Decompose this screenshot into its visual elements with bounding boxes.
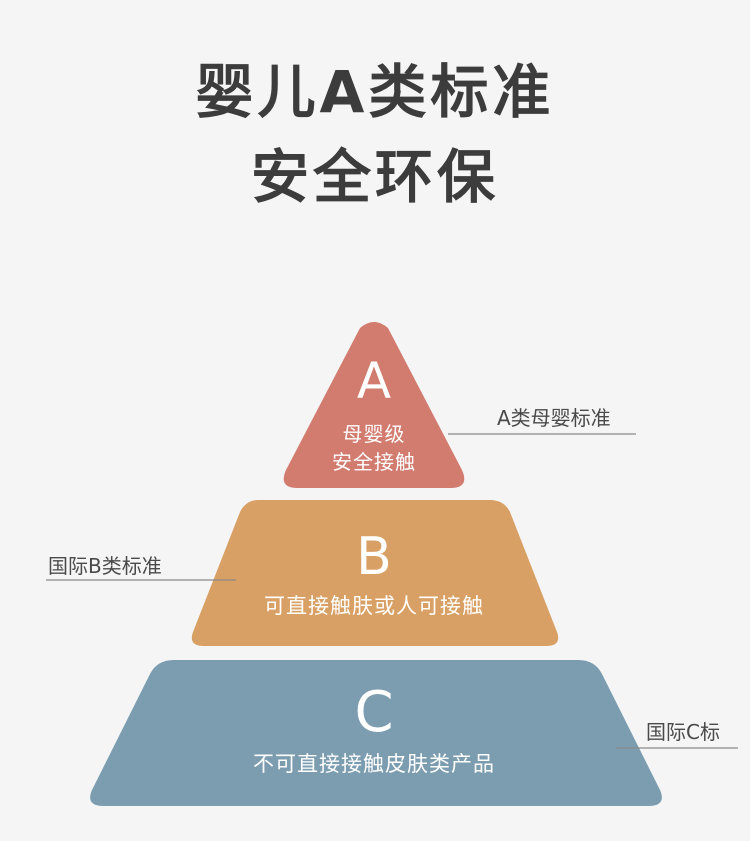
level-c-shape [90, 660, 662, 806]
level-b-letter: B [356, 527, 392, 587]
label-a-standard: A类母婴标准 [497, 406, 611, 430]
level-a-shape [283, 322, 465, 488]
level-b-desc: 可直接触肤或人可接触 [264, 594, 484, 618]
level-b-shape [191, 500, 559, 646]
level-c-letter: C [354, 680, 394, 745]
level-a-desc-line-2: 安全接触 [332, 450, 416, 474]
level-a-desc-line-1: 母婴级 [342, 422, 406, 446]
level-a-letter: A [356, 352, 392, 410]
label-b-standard: 国际B类标准 [48, 554, 162, 578]
title-line-1: 婴儿A类标准 [195, 58, 555, 126]
title-line-2: 安全环保 [250, 143, 499, 211]
level-c-desc: 不可直接接触皮肤类产品 [253, 752, 495, 776]
label-c-standard: 国际C标 [646, 720, 720, 744]
